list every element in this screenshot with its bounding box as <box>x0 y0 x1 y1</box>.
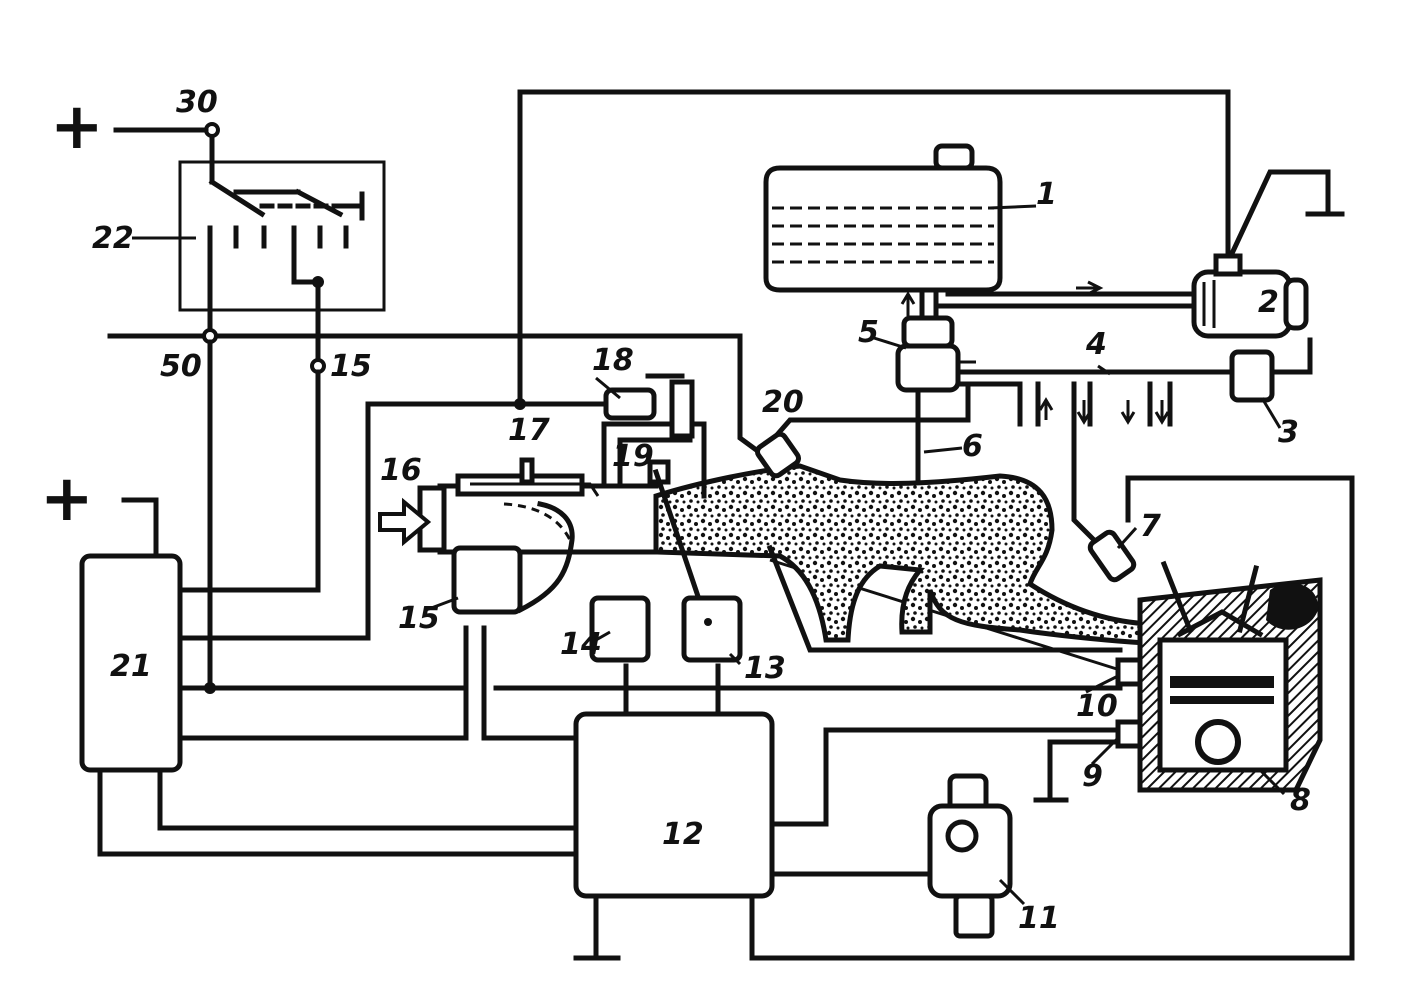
fuel-pump <box>1191 253 1309 339</box>
label-3: 3 <box>1278 415 1299 450</box>
wiring <box>97 89 1355 961</box>
label-7: 7 <box>1140 509 1161 544</box>
injector <box>1087 529 1137 583</box>
label-12: 12 <box>662 817 704 852</box>
distributor <box>927 773 1013 939</box>
relay-13 <box>681 595 743 663</box>
label-4: 4 <box>1085 327 1107 362</box>
labels: 1 2 3 4 5 6 7 8 9 10 11 12 13 14 15 16 1… <box>92 85 1311 936</box>
label-19: 19 <box>612 439 654 474</box>
label-14: 14 <box>560 627 602 662</box>
pressure-regulator <box>1229 349 1275 403</box>
control-unit <box>573 711 775 899</box>
label-9: 9 <box>1082 759 1103 794</box>
label-11: 11 <box>1018 901 1060 936</box>
ignition-switch <box>178 122 386 369</box>
fuel-lines <box>772 280 1313 550</box>
label-13: 13 <box>744 651 786 686</box>
label-terminal-50: 50 <box>160 349 202 384</box>
label-1: 1 <box>1036 177 1057 212</box>
plus-bottom: + <box>40 462 94 536</box>
label-8: 8 <box>1290 783 1311 818</box>
plus-top: + <box>50 90 104 164</box>
label-17: 17 <box>508 413 550 448</box>
label-18: 18 <box>592 343 634 378</box>
start-valve <box>895 315 961 393</box>
leader-lines <box>132 236 1286 906</box>
engine-cylinder <box>1137 560 1323 793</box>
label-20: 20 <box>762 385 804 420</box>
label-16: 16 <box>380 453 422 488</box>
label-terminal-15: 15 <box>330 349 372 384</box>
relay-14 <box>589 595 651 663</box>
label-21: 21 <box>110 649 152 684</box>
sensor-9 <box>1115 719 1143 749</box>
intake-manifold <box>378 421 1169 653</box>
relay-block <box>79 553 183 773</box>
auxiliary-air-valve <box>603 373 695 439</box>
label-2: 2 <box>1258 285 1279 320</box>
sensor-10 <box>1115 657 1143 687</box>
fuel-tank <box>763 143 1037 293</box>
label-6: 6 <box>962 429 983 464</box>
start-injector <box>754 431 802 479</box>
label-22: 22 <box>92 221 134 256</box>
label-terminal-30: 30 <box>176 85 218 120</box>
label-10: 10 <box>1076 689 1118 724</box>
label-5: 5 <box>858 315 879 350</box>
